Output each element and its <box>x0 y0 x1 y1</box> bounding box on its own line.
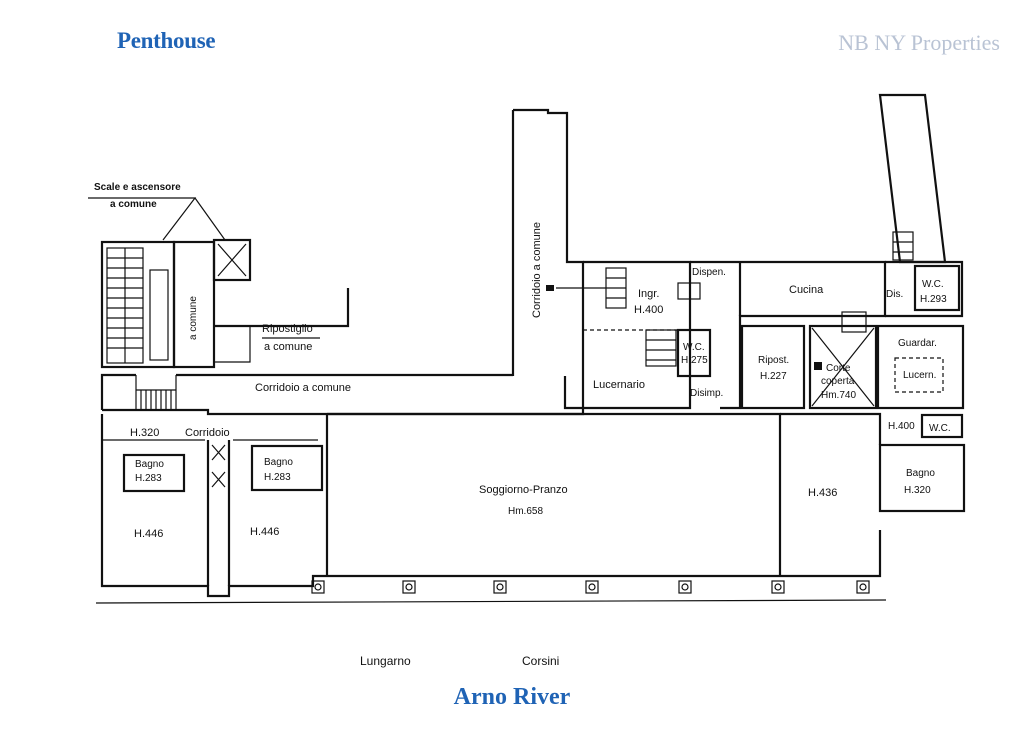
h400-right-label: H.400 <box>888 421 915 432</box>
north-corridor-walls <box>513 108 585 410</box>
stairs-label-line1: Scale e ascensore <box>94 182 181 193</box>
wardrobe-box <box>876 324 965 410</box>
bath-b-box <box>250 444 324 492</box>
room-b-label: H.446 <box>250 526 279 538</box>
court-stair <box>841 311 867 333</box>
east-tower-stair <box>892 231 914 261</box>
shaft-crosses <box>211 444 226 488</box>
wc-right-label-line1: W.C. <box>922 279 944 290</box>
court-label-line1: Corte <box>826 363 851 374</box>
wc-small-label: W.C. <box>929 423 951 434</box>
facade-columns <box>311 580 870 594</box>
wc-small-box <box>920 413 964 439</box>
storage-label-line1: Ripostiglio <box>262 323 313 335</box>
h320-left-label: H.320 <box>130 427 159 439</box>
wc-mid-box <box>676 328 712 378</box>
shaft-walls <box>206 440 231 586</box>
store-label-line1: Ripost. <box>758 355 789 366</box>
wardrobe-label: Guardar. <box>898 338 937 349</box>
stairs-label-line2: a comune <box>110 199 157 210</box>
shared-corridor-wall-w <box>100 373 136 410</box>
skylight-label: Lucernario <box>593 379 645 391</box>
shared-corridor-label: Corridoio a comune <box>255 382 351 394</box>
small-skylight-label: Lucern. <box>903 370 936 381</box>
room-c-walls <box>780 412 882 445</box>
room-a-label: H.446 <box>134 528 163 540</box>
elevator-shaft <box>212 238 252 282</box>
living-label-line1: Soggiorno-Pranzo <box>479 484 568 496</box>
bath-c-box <box>878 443 966 513</box>
brand-name: NB NY Properties <box>838 30 1000 55</box>
court-label-line3: Hm.740 <box>821 390 856 401</box>
shared-corridor-steps <box>136 389 176 410</box>
entry-block <box>583 260 692 410</box>
wc-mid-label-line2: H.275 <box>681 355 708 366</box>
kitchen-walls <box>690 260 887 410</box>
bath-a-label-line1: Bagno <box>135 459 164 470</box>
court-label-line2: coperta <box>821 376 855 387</box>
common-vertical-room <box>172 240 216 369</box>
skylight-stair <box>645 329 677 367</box>
north-corridor-label: Corridoio a comune <box>531 222 543 318</box>
stair-landing <box>149 269 169 361</box>
storage-walls <box>214 288 350 328</box>
store-label-line2: H.227 <box>760 371 787 382</box>
stairs-label-leader <box>88 197 226 241</box>
storage-label-line2: a comune <box>264 341 312 353</box>
stair-treads <box>107 248 143 363</box>
east-block-top <box>885 260 964 318</box>
pantry-label: Dispen. <box>692 267 726 278</box>
court-marker <box>814 362 822 370</box>
street-edge-line <box>95 599 887 604</box>
dis-label: Dis. <box>886 289 903 300</box>
corridor-short-label: Corridoio <box>185 427 230 439</box>
east-tower-stair-treads <box>893 241 913 253</box>
page-title: Penthouse <box>117 28 216 53</box>
entry-label-line1: Ingr. <box>638 288 659 300</box>
street-label-lungarno: Lungarno <box>360 654 411 668</box>
bath-a-box <box>122 453 186 493</box>
common-vertical-label: a comune <box>188 296 199 340</box>
entry-label-line2: H.400 <box>634 304 663 316</box>
hallway-label: Disimp. <box>690 388 723 399</box>
wc-mid-label-line1: W.C. <box>683 342 705 353</box>
skylight-stair-treads <box>646 339 676 361</box>
street-label-corsini: Corsini <box>522 654 559 668</box>
covered-court-cross <box>811 327 875 407</box>
entry-stair-treads <box>606 277 626 299</box>
bath-b-label-line1: Bagno <box>264 457 293 468</box>
small-skylight-box <box>894 357 944 393</box>
pantry-fixture <box>677 282 701 300</box>
room-c-label: H.436 <box>808 487 837 499</box>
wc-right-box <box>913 264 961 312</box>
shared-corridor-steps-frame <box>135 375 177 410</box>
elevator-cross <box>217 243 247 277</box>
living-label-line2: Hm.658 <box>508 506 543 517</box>
storage-mid-box <box>740 324 806 410</box>
shared-corridor-wall-s <box>102 408 585 416</box>
bath-c-label-line1: Bagno <box>906 468 935 479</box>
bath-a-label-line2: H.283 <box>135 473 162 484</box>
kitchen-label: Cucina <box>789 284 824 296</box>
bath-c-label-line2: H.320 <box>904 485 931 496</box>
wc-right-label-line2: H.293 <box>920 294 947 305</box>
bath-b-label-line2: H.283 <box>264 472 291 483</box>
entry-arrow <box>546 285 554 291</box>
storage-inner <box>214 326 251 363</box>
covered-court-box <box>808 324 878 410</box>
river-label: Arno River <box>453 684 571 710</box>
facade-wall <box>100 440 882 598</box>
